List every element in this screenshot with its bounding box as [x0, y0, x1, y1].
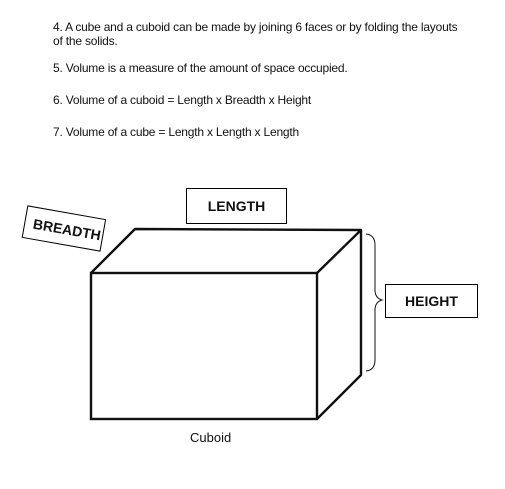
height-label: HEIGHT — [385, 284, 478, 318]
length-label: LENGTH — [186, 188, 287, 224]
cuboid-caption: Cuboid — [190, 430, 232, 445]
cuboid-right-face — [316, 230, 363, 420]
cuboid-front-face — [89, 271, 319, 421]
note-item-5: 5. Volume is a measure of the amount of … — [53, 61, 348, 75]
note-item-6: 6. Volume of a cuboid = Length x Breadth… — [53, 93, 312, 107]
note-item-7: 7. Volume of a cube = Length x Length x … — [53, 125, 299, 139]
note-item-4: 4. A cube and a cuboid can be made by jo… — [53, 20, 458, 48]
cuboid-top-face — [90, 227, 363, 274]
height-brace — [365, 233, 384, 372]
